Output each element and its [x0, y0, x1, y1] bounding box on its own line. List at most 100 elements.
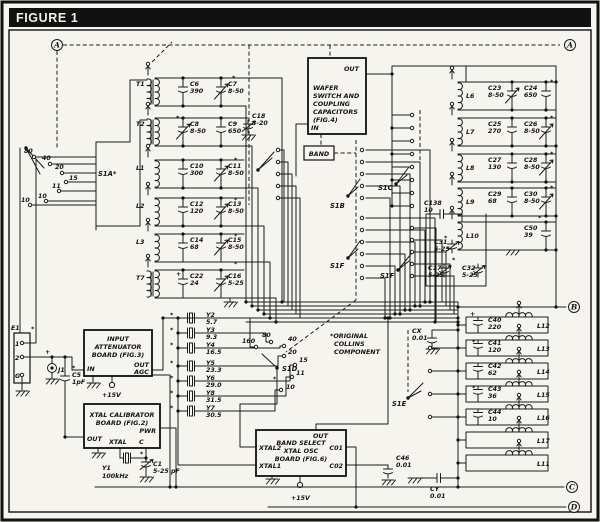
switch-s1d-label: S1D	[282, 365, 298, 373]
bandsel-out-pin: OUT	[313, 432, 329, 440]
asterisk-mark: *	[538, 215, 542, 222]
switch-s1f-mid-label: S1F	[330, 262, 345, 270]
asterisk-mark: *	[31, 326, 35, 333]
bandsel-c01-pin: C01	[329, 444, 343, 452]
l10-label: L10	[466, 233, 479, 240]
input-attenuator-section	[13, 159, 177, 488]
bandsel-board-l1: BAND SELECT	[276, 439, 326, 447]
switch-s1c-s1f-right	[391, 112, 455, 323]
s1a-pos-11: 11	[52, 183, 61, 190]
bandsel-board-l2: XTAL OSC	[283, 447, 319, 455]
asterisk-mark: *	[550, 115, 554, 122]
asterisk-mark: *	[550, 151, 554, 158]
antenna-tank-column	[145, 61, 283, 323]
asterisk-mark: *	[170, 360, 174, 367]
l1-label: L1	[136, 165, 144, 172]
s1d-pos-80: 80	[262, 332, 271, 339]
band-label: BAND	[309, 150, 330, 158]
asterisk-mark: *	[273, 376, 277, 383]
connector-b-icon	[568, 301, 580, 313]
atten-supply-label: +15V	[102, 392, 122, 399]
note-l1: *ORIGINAL	[330, 332, 368, 340]
asterisk-mark: *	[550, 79, 554, 86]
s1d-pos-160: 160	[242, 338, 256, 345]
figure-title: FIGURE 1	[16, 11, 78, 25]
s1a-pos-20: 20	[55, 164, 64, 171]
s1a-pos-10b: 10	[21, 197, 30, 204]
wafer-out-pin: OUT	[344, 65, 360, 73]
s1d-pos-40: 40	[288, 336, 297, 343]
t7-label: T7	[136, 275, 145, 282]
asterisk-mark: *	[232, 75, 236, 82]
switch-s1a-label: S1A*	[98, 170, 117, 178]
connector-a-left-icon	[51, 39, 63, 51]
connector-b-label: B	[570, 303, 577, 312]
l6-label: L6	[466, 93, 475, 100]
s1a-pos-10a: 10	[38, 193, 47, 200]
atten-board-l3: BOARD (FIG.3)	[92, 351, 144, 359]
l14-label: L14	[537, 369, 550, 376]
wafer-in-pin: IN	[311, 124, 319, 132]
figure-header-bar	[9, 8, 591, 27]
junction-dots	[50, 72, 558, 509]
asterisk-mark: *	[234, 157, 238, 164]
asterisk-mark: *	[452, 257, 456, 264]
wafer-board-l2: SWITCH AND	[313, 92, 360, 100]
band-select-osc-section	[177, 317, 459, 508]
cal-xtal-pin: XTAL	[108, 438, 127, 446]
wafer-board-l4: CAPACITORS	[313, 108, 358, 116]
output-tank-bank	[406, 300, 549, 488]
asterisk-mark: *	[170, 390, 174, 397]
bus-rails	[94, 306, 567, 508]
e1-pin1: 1	[15, 341, 19, 348]
l16-label: L16	[537, 415, 550, 422]
s1d-pos-20: 20	[288, 349, 297, 356]
t1-label: T1	[136, 81, 145, 88]
band-indicator	[303, 145, 335, 161]
asterisk-mark: *	[170, 375, 174, 382]
l17-label: L17	[537, 438, 550, 445]
plus-mark: +	[470, 311, 475, 318]
e1-pinG: G	[15, 373, 20, 380]
note-l3: COMPONENT	[334, 348, 381, 356]
e1-pin2: 2	[15, 355, 20, 362]
wafer-board-l3: COUPLING	[313, 100, 350, 108]
wafer-board-l1: WAFER	[313, 84, 338, 92]
connector-d-icon	[568, 501, 580, 513]
bandsel-board-l3: BOARD (FIG.6)	[275, 455, 327, 463]
asterisk-mark: *	[234, 197, 238, 204]
l7-label: L7	[466, 129, 475, 136]
cal-c-pin: C	[139, 438, 144, 446]
s1a-pos-80: 80	[24, 148, 33, 155]
crystal-bank	[177, 312, 298, 419]
l9-label: L9	[466, 199, 475, 206]
asterisk-mark: *	[234, 233, 238, 240]
switch-s1b-s1f-mid	[346, 147, 436, 323]
l12-label: L12	[537, 323, 550, 330]
atten-in-pin: IN	[87, 365, 95, 373]
